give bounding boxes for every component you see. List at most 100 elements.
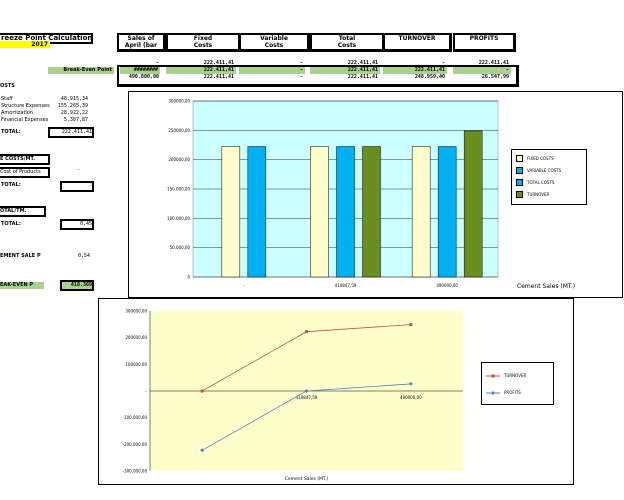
x-tick-label: - [243, 283, 245, 288]
y-tick-label: 200000,00 [125, 335, 147, 340]
header-sales[interactable]: Sales of April (bar [117, 33, 166, 52]
y-tick-label: 0 [187, 275, 190, 280]
break-even-point-value[interactable]: 418.369 [60, 280, 94, 291]
row3-total[interactable]: 222.411,41 [347, 74, 378, 80]
header-variable-costs[interactable]: Variable Costs [239, 33, 310, 52]
cement-sale-price-label: EMENT SALE P [0, 253, 41, 259]
variable-item-label: Cost of Products [0, 167, 50, 178]
y-tick-label: -100.000,00 [123, 415, 148, 420]
cost-item-label: Amortization [1, 110, 34, 116]
legend-item: TOTAL COSTS [516, 176, 582, 188]
cost-item-value[interactable]: 155.265,39 [57, 103, 88, 109]
x-tick-label: - [201, 395, 203, 400]
x-axis-label: Cement Sales (MT.) [285, 476, 329, 482]
row3-sales[interactable]: 490.000,00 [128, 74, 159, 80]
cement-sale-price-value[interactable]: 0,54 [77, 253, 90, 259]
y-tick-label: 250000,00 [168, 128, 190, 133]
bar [221, 146, 241, 278]
legend-label: TOTAL COSTS [527, 179, 555, 185]
bar-chart: 050.000,00100.000,00150.000,00200000,002… [167, 99, 575, 291]
header-total-line1: Total [338, 35, 356, 42]
legend-item: TURNOVER [516, 188, 582, 200]
legend-swatch [516, 166, 523, 174]
legend-label: FIXED COSTS [527, 155, 554, 161]
legend-label: TURNOVER [504, 373, 527, 378]
row1-fixed[interactable]: 222.411,41 [203, 60, 234, 66]
revenue-total-value[interactable]: 0,45 [60, 219, 94, 230]
y-tick-label: 300000,00 [125, 309, 147, 314]
bar [310, 146, 329, 278]
x-tick-label: 490000,00 [436, 283, 458, 288]
header-fixed-line1: Fixed [193, 35, 213, 42]
variable-total-label: TOTAL: [1, 182, 21, 188]
revenue-per-tm-header: OTAL/TM. [0, 206, 46, 217]
data-point [304, 389, 309, 393]
cost-item-label: Staff [1, 96, 13, 102]
cost-item-value[interactable]: 48.915,34 [60, 96, 88, 102]
costs-header: OSTS [0, 83, 15, 89]
row2-profits[interactable]: - [453, 67, 511, 74]
row3-variable[interactable]: - [299, 74, 303, 80]
cost-item-value[interactable]: 28.922,22 [60, 110, 88, 116]
legend-label: PROFITS [504, 390, 521, 395]
header-profits-line1: PROFITS [469, 35, 499, 42]
row1-turnover[interactable]: - [441, 60, 445, 66]
row2-turnover[interactable]: 222.411,41 [383, 67, 447, 74]
y-tick-label: -300.000,00 [123, 469, 148, 474]
legend-item: FIXED COSTS [516, 152, 582, 164]
break-even-row-frame [117, 65, 519, 87]
row3-profits[interactable]: 26.547,99 [481, 74, 509, 80]
fixed-total-value[interactable]: 222.411,41 [48, 127, 94, 138]
variable-costs-header: E COSTS/MT. [0, 154, 50, 165]
line-chart: -300.000,00-200.000,00-100.000,00-100000… [123, 309, 463, 482]
cost-item-value[interactable]: 5.307,87 [63, 117, 88, 123]
header-total-costs[interactable]: Total Costs [310, 33, 385, 52]
header-turnover[interactable]: TURNOVER [383, 33, 452, 52]
bar [437, 146, 457, 278]
data-point [200, 448, 205, 453]
row2-variable[interactable]: - [239, 67, 305, 74]
legend-item: PROFITS [486, 384, 549, 401]
header-variable-line1: Variable [260, 35, 288, 42]
bar [411, 146, 431, 278]
header-fixed-line2: Costs [193, 42, 213, 49]
header-variable-line2: Costs [264, 42, 284, 49]
year-cell[interactable]: 2017 [0, 41, 50, 48]
y-tick-label: 150.000,00 [167, 187, 190, 192]
row2-fixed[interactable]: 222.411,41 [166, 67, 236, 74]
header-fixed-costs[interactable]: Fixed Costs [166, 33, 241, 52]
row1-total[interactable]: 222.411,41 [347, 60, 378, 66]
break-even-label: Break-Even Point [48, 67, 114, 74]
bar-chart-legend: FIXED COSTS VARIABLE COSTS TOTAL COSTS T… [511, 149, 587, 205]
y-tick-label: - [146, 389, 148, 394]
variable-total-value[interactable]: - [60, 181, 94, 192]
row1-profits[interactable]: 222.411,41 [478, 60, 509, 66]
y-tick-label: 100.000,00 [167, 216, 190, 221]
y-tick-label: 300000,00 [168, 99, 190, 104]
data-point [200, 389, 204, 393]
legend-swatch [516, 154, 523, 162]
header-total-line2: Costs [337, 42, 357, 49]
data-point [408, 381, 413, 386]
cost-item-label: Financial Expenses [1, 117, 49, 123]
legend-label: TURNOVER [527, 191, 550, 197]
bar [247, 146, 267, 278]
row3-turnover[interactable]: 248.959,40 [414, 74, 445, 80]
break-even-point-label: EAK-EVEN P [0, 282, 44, 289]
row3-fixed[interactable]: 222.411,41 [203, 74, 234, 80]
row2-total[interactable]: 222.411,41 [310, 67, 380, 74]
header-sales-line1: Sales of [127, 35, 155, 42]
x-axis-label: Cement Sales (MT.) [517, 283, 575, 290]
line-chart-frame[interactable]: -300.000,00-200.000,00-100.000,00-100000… [98, 298, 574, 485]
row1-sales[interactable]: - [155, 60, 159, 66]
legend-item: TURNOVER [486, 367, 549, 384]
y-tick-label: 100000,00 [125, 362, 147, 367]
variable-item-value[interactable]: - [76, 167, 80, 173]
row1-variable[interactable]: - [299, 60, 303, 66]
y-tick-label: 200000,00 [168, 157, 190, 162]
bar [362, 146, 381, 278]
header-profits[interactable]: PROFITS [453, 33, 516, 52]
row2-sales[interactable]: ######## [120, 67, 160, 74]
data-point [305, 330, 308, 334]
